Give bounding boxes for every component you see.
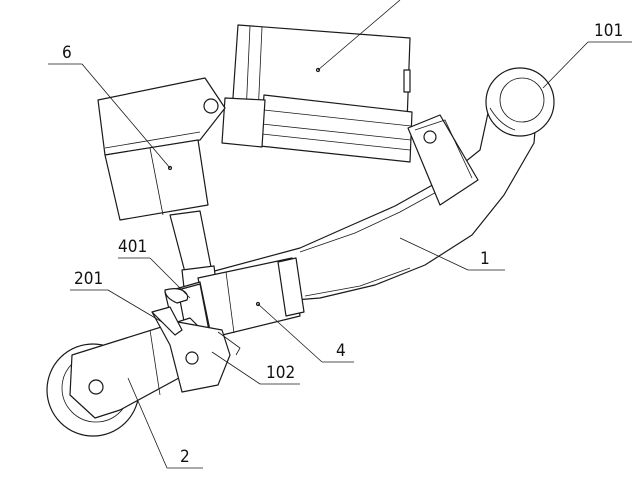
leader-lines bbox=[48, 0, 632, 469]
label-2: 2 bbox=[180, 447, 190, 467]
upper-link bbox=[97, 77, 226, 156]
part-labels: 101 6 1 401 201 4 102 2 bbox=[62, 21, 623, 467]
end-roller bbox=[485, 67, 555, 137]
vertical-housing bbox=[104, 139, 209, 221]
label-401: 401 bbox=[118, 237, 147, 257]
clamp-bracket bbox=[151, 306, 241, 393]
arm-bracket bbox=[407, 114, 479, 206]
label-1: 1 bbox=[480, 249, 490, 269]
label-102: 102 bbox=[266, 363, 295, 383]
label-101: 101 bbox=[594, 21, 623, 41]
actuator-assembly bbox=[221, 24, 413, 163]
label-6: 6 bbox=[62, 43, 72, 63]
label-4: 4 bbox=[336, 341, 346, 361]
label-201: 201 bbox=[74, 269, 103, 289]
vertical-shaft bbox=[169, 210, 217, 289]
